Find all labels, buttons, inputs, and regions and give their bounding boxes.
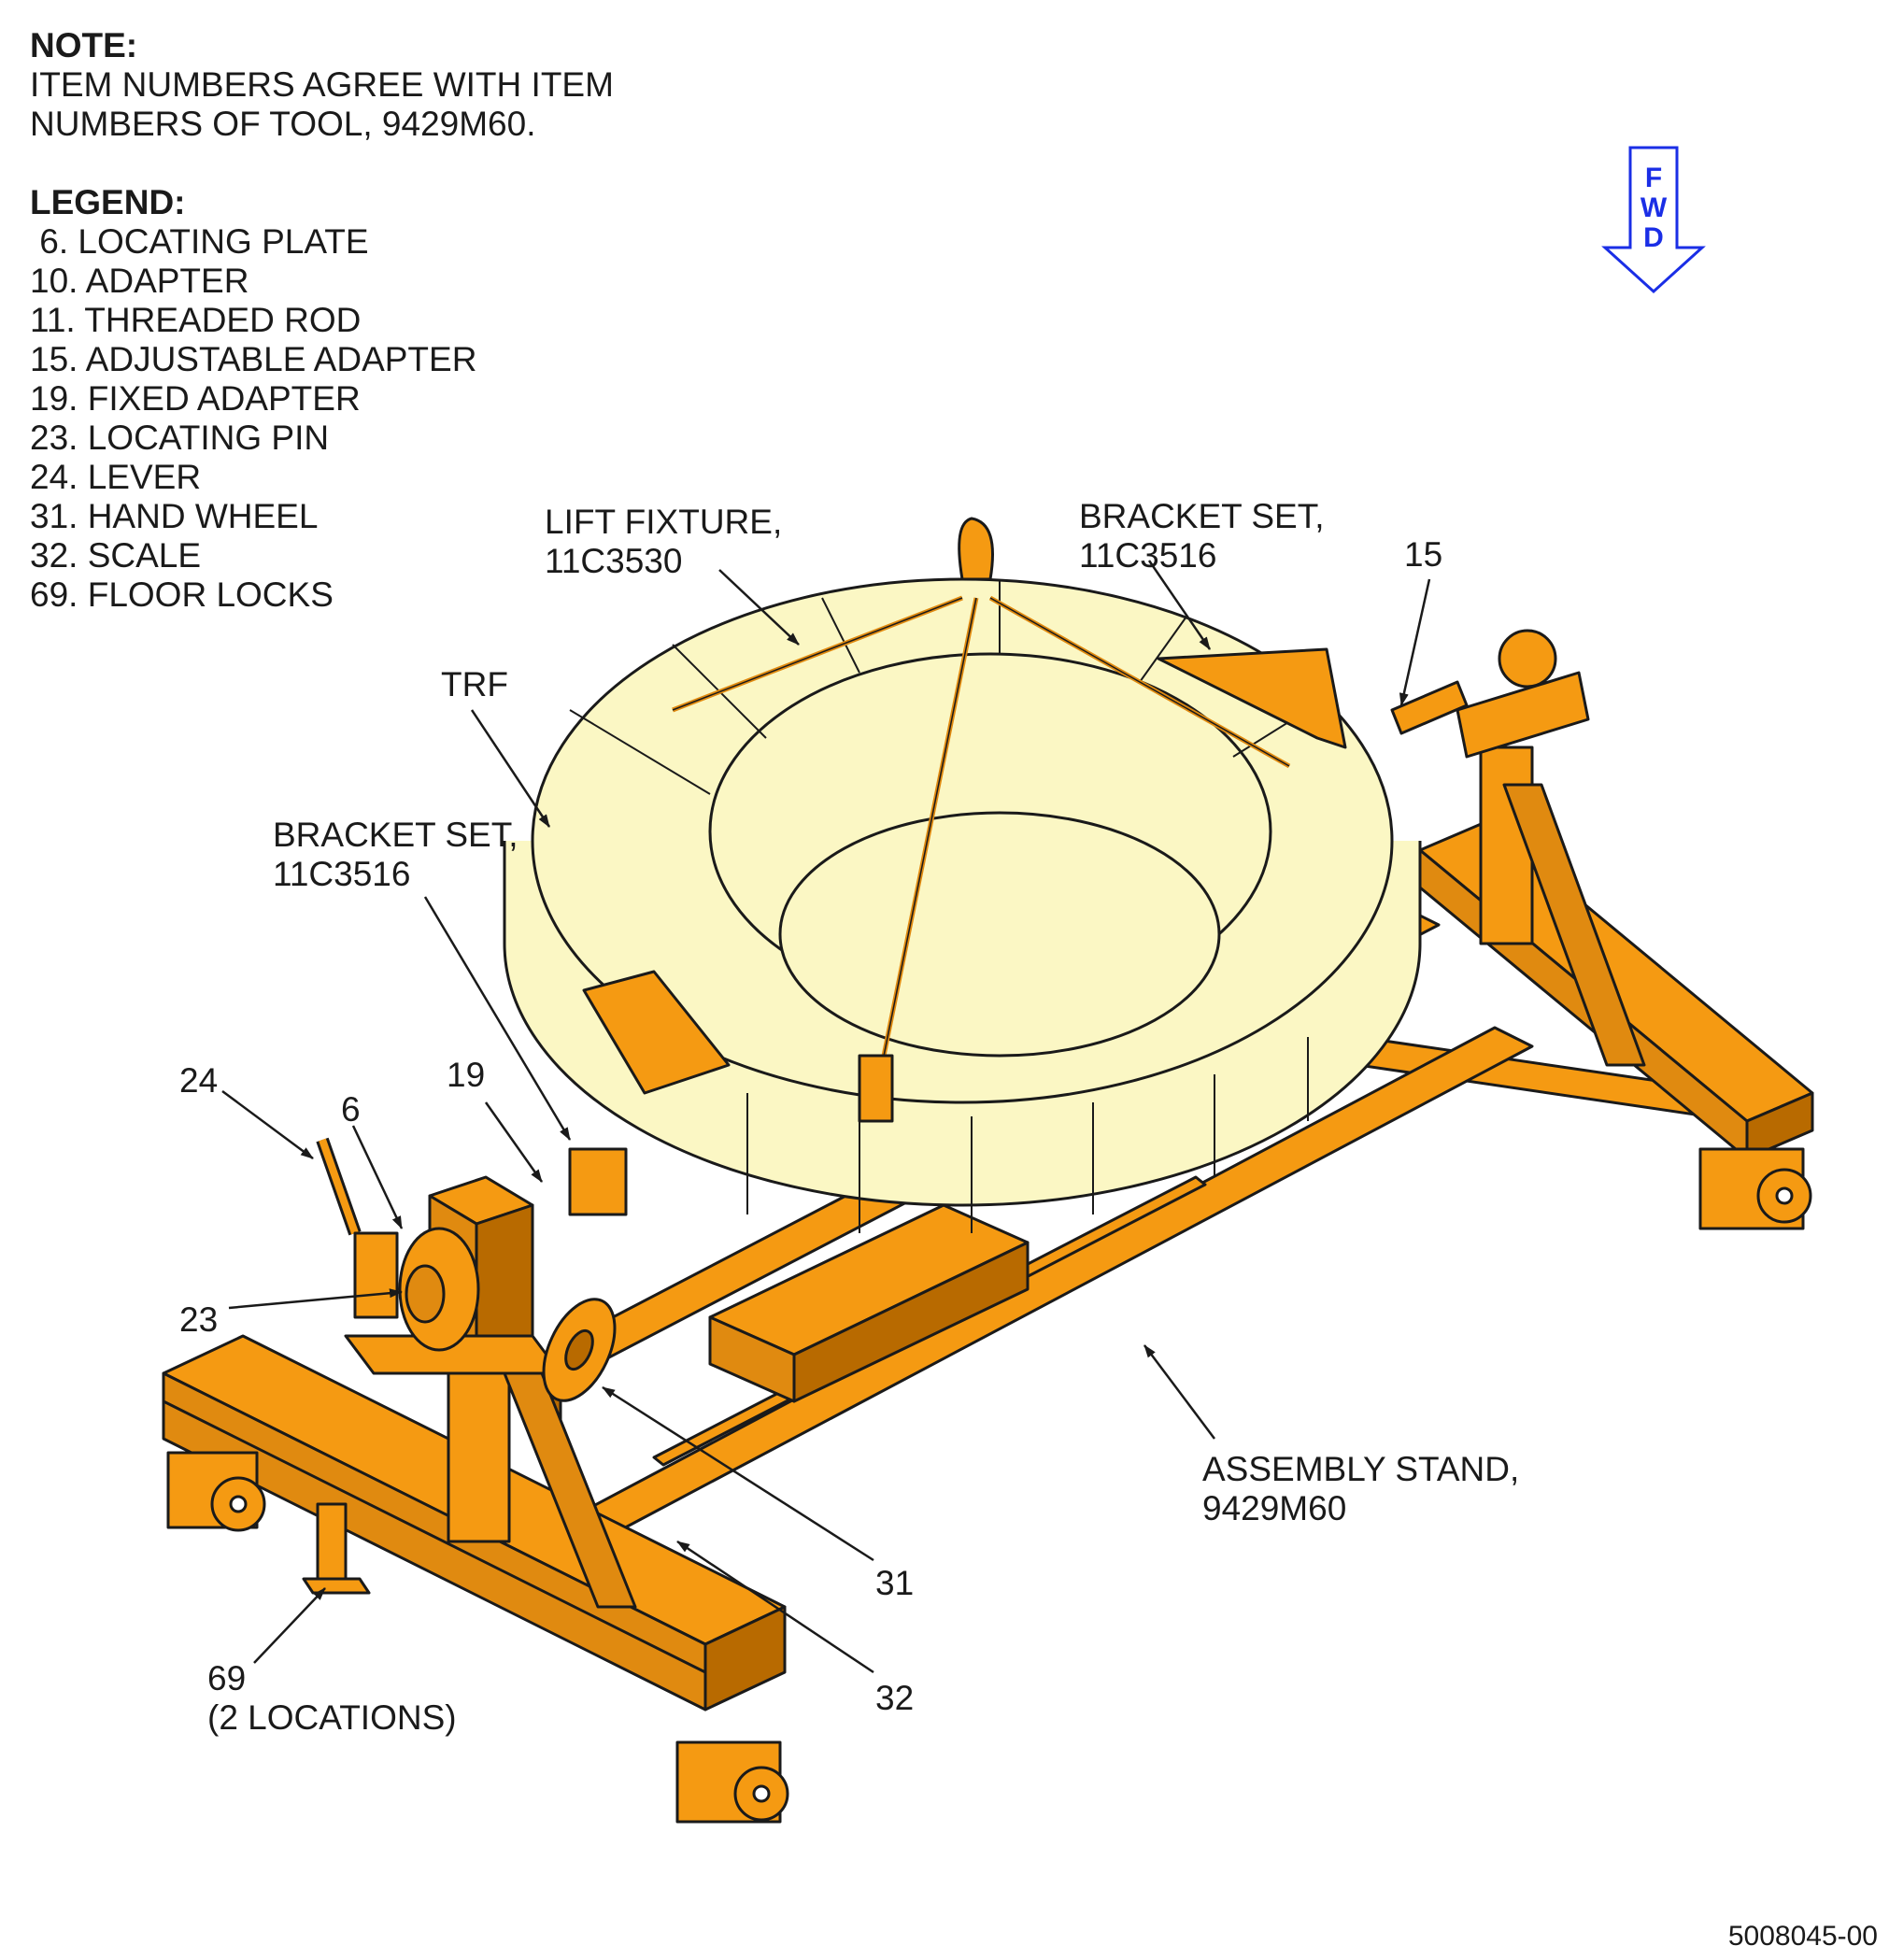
callout-assembly-stand: ASSEMBLY STAND, 9429M60 bbox=[1202, 1450, 1519, 1528]
fwd-letter-w: W bbox=[1640, 192, 1668, 223]
callout-bracket-set-left-line-1: BRACKET SET, bbox=[273, 816, 518, 854]
lift-ring bbox=[958, 517, 994, 581]
legend-item: 24. LEVER bbox=[30, 458, 202, 496]
rear-bearing bbox=[1498, 629, 1557, 689]
bracket-set-top bbox=[1157, 647, 1347, 749]
leader-bracket-top bbox=[1147, 560, 1212, 650]
leader-bracket-left bbox=[423, 896, 572, 1141]
caster-front-left bbox=[166, 1451, 266, 1532]
callout-item-31: 31 bbox=[875, 1564, 915, 1602]
callout-assembly-stand-line-1: ASSEMBLY STAND, bbox=[1202, 1450, 1520, 1488]
rear-cross-beam-end bbox=[1745, 1091, 1814, 1160]
caster-rear bbox=[1698, 1147, 1812, 1230]
caster-front-right bbox=[675, 1740, 789, 1824]
callout-trf: TRF bbox=[441, 665, 508, 703]
beam-edge-line bbox=[163, 1399, 706, 1674]
callout-item-32: 32 bbox=[875, 1679, 915, 1717]
leader-6 bbox=[351, 1125, 404, 1229]
callout-item-15: 15 bbox=[1404, 535, 1443, 574]
leader-32 bbox=[676, 1540, 874, 1674]
callout-bracket-set-top-line-1: BRACKET SET, bbox=[1079, 497, 1325, 535]
leader-69 bbox=[253, 1587, 326, 1664]
bracket-set-left bbox=[582, 970, 731, 1095]
note-line-1: ITEM NUMBERS AGREE WITH ITEM bbox=[30, 65, 614, 104]
fwd-letter-d: D bbox=[1643, 222, 1664, 253]
legend-item: 6. LOCATING PLATE bbox=[30, 222, 369, 261]
callout-item-6: 6 bbox=[341, 1090, 361, 1129]
callout-lift-fixture: LIFT FIXTURE, 11C3530 bbox=[545, 503, 782, 581]
legend-item: 69. FLOOR LOCKS bbox=[30, 575, 334, 614]
legend-title: LEGEND: bbox=[30, 183, 186, 221]
callout-assembly-stand-line-2: 9429M60 bbox=[1202, 1489, 1347, 1527]
callout-bracket-set-left-line-2: 11C3516 bbox=[273, 855, 411, 893]
leader-23 bbox=[228, 1288, 403, 1310]
note-line-2: NUMBERS OF TOOL, 9429M60. bbox=[30, 105, 536, 143]
fixed-adapter bbox=[568, 1147, 628, 1216]
legend-item: 23. LOCATING PIN bbox=[30, 419, 330, 457]
leader-31 bbox=[602, 1385, 874, 1562]
callout-lift-fixture-line-2: 11C3530 bbox=[545, 542, 683, 580]
callout-item-24: 24 bbox=[179, 1061, 219, 1100]
legend-item: 10. ADAPTER bbox=[30, 262, 249, 300]
leader-assembly-stand bbox=[1143, 1344, 1215, 1440]
trf-inner-bottom bbox=[778, 811, 1221, 1058]
legend: LEGEND: 6. LOCATING PLATE 10. ADAPTER 11… bbox=[30, 183, 476, 615]
rear-upright bbox=[1479, 746, 1534, 945]
leader-19 bbox=[484, 1101, 544, 1183]
legend-item: 31. HAND WHEEL bbox=[30, 497, 319, 535]
legend-item: 19. FIXED ADAPTER bbox=[30, 379, 361, 418]
callout-item-69-line-1: 69 bbox=[207, 1659, 247, 1697]
callout-item-69: 69 (2 LOCATIONS) bbox=[207, 1659, 457, 1738]
note-title: NOTE: bbox=[30, 26, 138, 64]
lift-hook-block bbox=[858, 1054, 894, 1123]
legend-item: 15. ADJUSTABLE ADAPTER bbox=[30, 340, 477, 378]
drawing-id: 5008045-00 bbox=[1727, 1921, 1878, 1952]
leader-15 bbox=[1399, 578, 1431, 706]
callout-bracket-set-top: BRACKET SET, 11C3516 bbox=[1079, 497, 1325, 575]
callout-bracket-set-left: BRACKET SET, 11C3516 bbox=[273, 816, 518, 894]
callout-item-69-line-2: (2 LOCATIONS) bbox=[207, 1698, 457, 1737]
legend-item: 32. SCALE bbox=[30, 536, 202, 575]
leader-lift-fixture bbox=[718, 569, 800, 646]
callout-lift-fixture-line-1: LIFT FIXTURE, bbox=[545, 503, 783, 541]
leader-trf bbox=[470, 709, 551, 828]
note-block: NOTE: ITEM NUMBERS AGREE WITH ITEM NUMBE… bbox=[30, 26, 614, 144]
rear-diagonal-brace bbox=[1502, 783, 1646, 1067]
callout-item-19: 19 bbox=[447, 1056, 486, 1094]
adjustable-adapter-rod bbox=[1390, 680, 1469, 735]
fwd-arrow bbox=[1601, 146, 1706, 294]
callout-bracket-set-top-line-2: 11C3516 bbox=[1079, 536, 1217, 575]
fwd-letter-f: F bbox=[1644, 163, 1663, 193]
lever-block bbox=[353, 1231, 399, 1319]
legend-item: 11. THREADED ROD bbox=[30, 301, 362, 339]
leader-24 bbox=[221, 1089, 314, 1160]
front-cross-beam-end bbox=[703, 1605, 787, 1711]
slide-carriage-side bbox=[708, 1315, 796, 1403]
callout-item-23: 23 bbox=[179, 1300, 219, 1339]
